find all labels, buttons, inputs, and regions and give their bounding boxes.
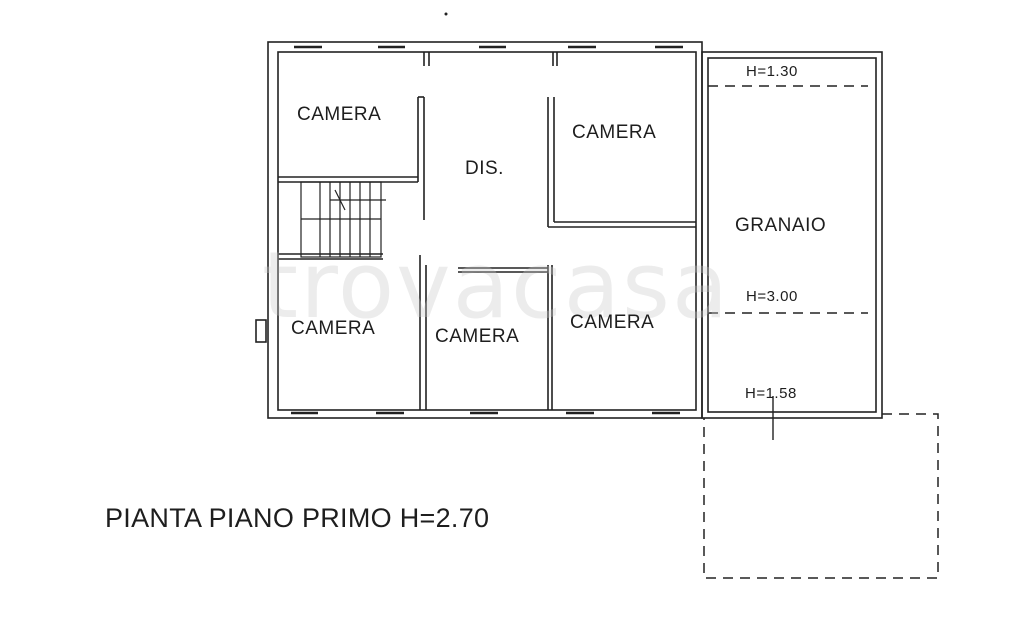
room-label-dis: DIS.: [465, 158, 504, 179]
plan-title: PIANTA PIANO PRIMO H=2.70: [105, 503, 490, 533]
room-label-camera-top-left: CAMERA: [297, 104, 382, 125]
height-label-bottom: H=1.58: [745, 385, 797, 402]
watermark: trovacasa: [262, 232, 731, 339]
room-label-camera-bottom-middle: CAMERA: [435, 326, 520, 347]
outer-wall-inner: [277, 51, 697, 411]
terrace-outline: [703, 413, 939, 579]
room-label-granaio: GRANAIO: [735, 215, 827, 236]
staircase: [300, 181, 386, 258]
granaio-inner: [707, 57, 877, 413]
granaio-outer: [701, 51, 883, 419]
room-label-camera-top-right: CAMERA: [572, 122, 657, 143]
room-label-camera-bottom-right: CAMERA: [570, 312, 655, 333]
outer-wall-outer: [267, 41, 703, 419]
height-label-middle: H=3.00: [746, 288, 798, 305]
room-label-camera-bottom-left: CAMERA: [291, 318, 376, 339]
left-wall-fixture: [255, 319, 267, 343]
height-label-top: H=1.30: [746, 63, 798, 80]
